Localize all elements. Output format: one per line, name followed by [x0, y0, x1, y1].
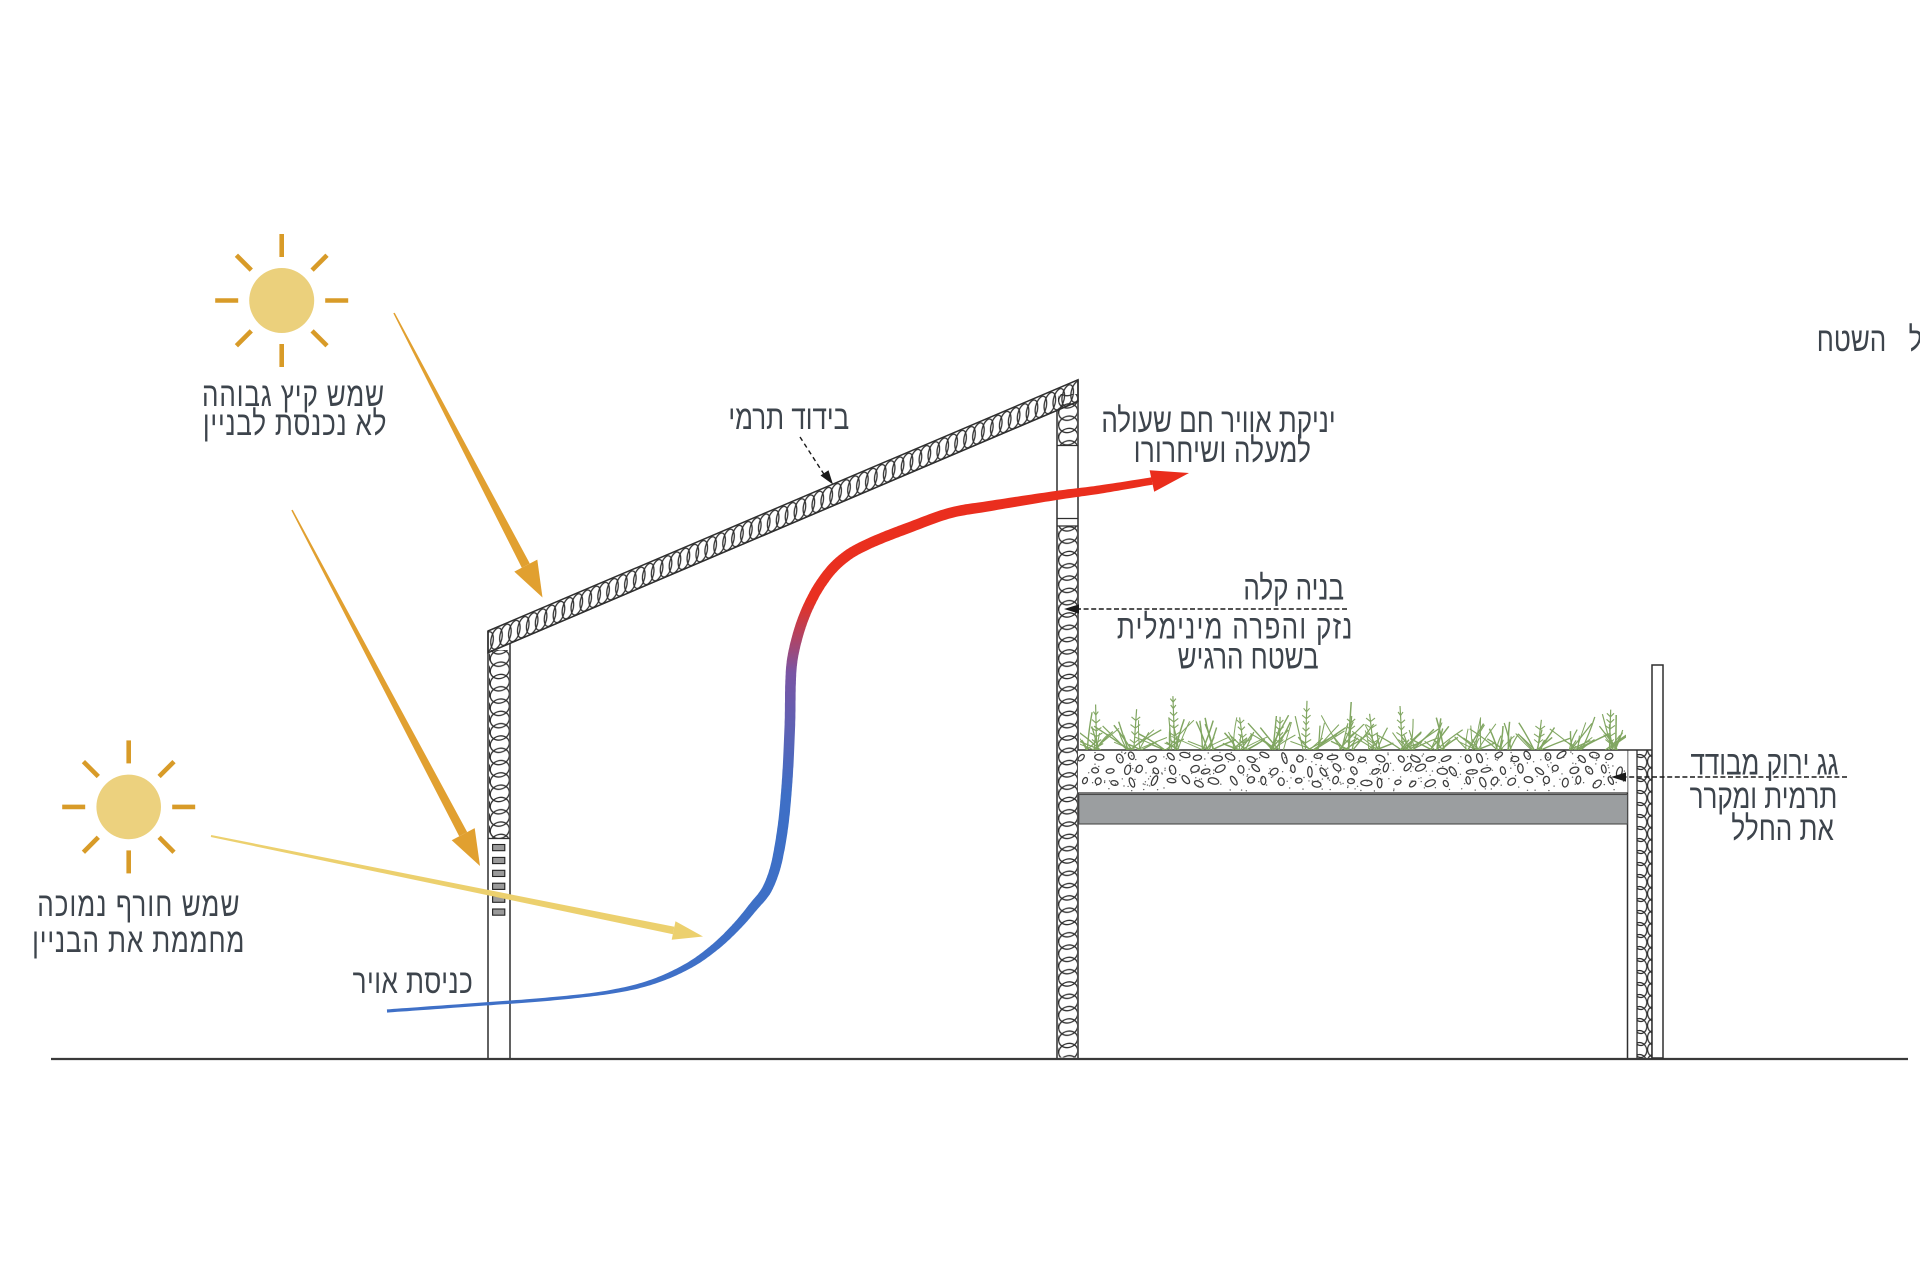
svg-text:יניקת אוויר חם שעולה: יניקת אוויר חם שעולה: [1101, 403, 1335, 440]
svg-text:ל: ל: [1909, 322, 1920, 359]
svg-text:בשטח הרגיש: בשטח הרגיש: [1178, 639, 1319, 676]
svg-text:תרמית ומקרר: תרמית ומקרר: [1690, 779, 1838, 816]
svg-text:בידוד תרמי: בידוד תרמי: [728, 400, 849, 437]
svg-text:לא נכנסת לבניין: לא נכנסת לבניין: [203, 406, 387, 443]
svg-text:גג ירוק מבודד: גג ירוק מבודד: [1690, 745, 1838, 782]
svg-text:שמש חורף נמוכה: שמש חורף נמוכה: [37, 887, 240, 924]
svg-text:מחממת את הבניין: מחממת את הבניין: [32, 923, 245, 960]
svg-text:בניה קלה: בניה קלה: [1243, 570, 1344, 607]
svg-text:שמש קיץ גבוהה: שמש קיץ גבוהה: [202, 377, 385, 414]
svg-text:את החלל: את החלל: [1731, 811, 1833, 848]
svg-text:כניסת אויר: כניסת אויר: [353, 964, 474, 1001]
svg-text:למעלה ושיחרורו: למעלה ושיחרורו: [1134, 433, 1311, 470]
svg-text:נזק והפרה מינימלית: נזק והפרה מינימלית: [1117, 609, 1354, 646]
svg-text:השטח: השטח: [1817, 322, 1887, 359]
